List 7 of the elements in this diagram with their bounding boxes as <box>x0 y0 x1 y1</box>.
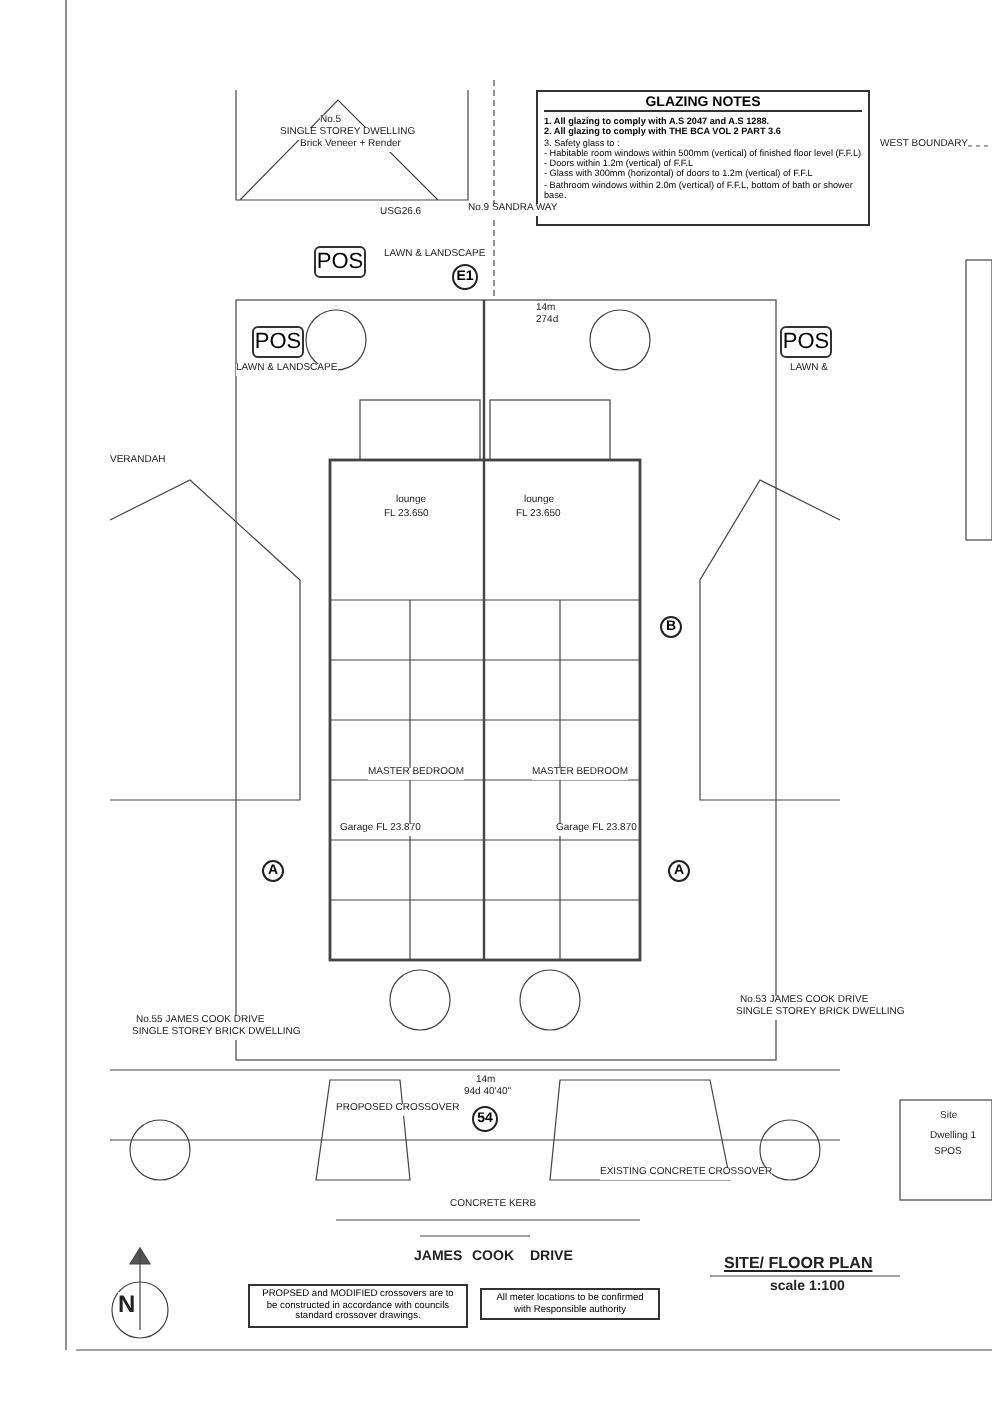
notes-box <box>248 1284 468 1328</box>
zone-tag: POS <box>252 326 304 358</box>
zone-tag: POS <box>314 246 366 278</box>
notes-box <box>536 90 870 226</box>
plan-title: SITE/ FLOOR PLAN <box>724 1256 873 1274</box>
zone-tag: POS <box>780 326 832 358</box>
notes-box <box>480 1288 660 1320</box>
